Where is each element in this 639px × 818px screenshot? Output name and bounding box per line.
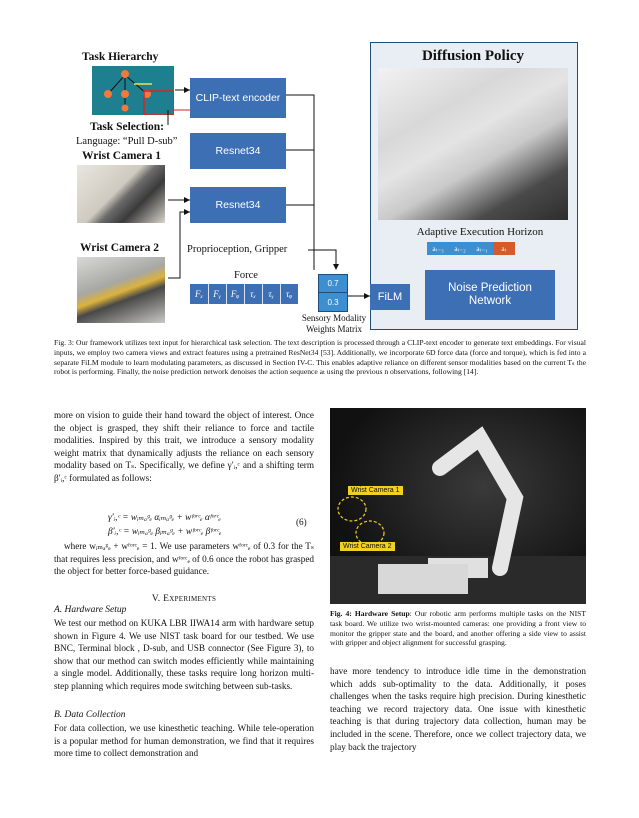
weight-image: 0.7 bbox=[319, 275, 347, 293]
robot-arm-image bbox=[378, 68, 568, 220]
action-cell-t: aₜ bbox=[493, 242, 515, 255]
wrist-camera-2-image bbox=[77, 257, 165, 323]
adaptive-horizon-label: Adaptive Execution Horizon bbox=[416, 226, 544, 238]
film-box: FiLM bbox=[370, 284, 410, 310]
figure4-caption-bold: Fig. 4: Hardware Setup bbox=[330, 609, 410, 618]
proprioception-label: Proprioception, Gripper bbox=[187, 244, 288, 255]
force-cell-ty: τᵧ bbox=[262, 284, 281, 304]
resnet34-box-1: Resnet34 bbox=[190, 133, 286, 169]
section-experiments: V. Experiments bbox=[151, 594, 217, 604]
figure4-caption-text: : Our robotic arm performs multiple task… bbox=[330, 609, 586, 648]
resnet34-box-2: Resnet34 bbox=[190, 187, 286, 223]
equation-number: (6) bbox=[296, 517, 307, 527]
left-paragraph-2: where wᵢₘₐᵍₑ + wᶠᵒʳᶜₑ = 1. We use parame… bbox=[54, 541, 314, 577]
subsection-hardware: A. Hardware Setup bbox=[54, 605, 127, 615]
force-cell-fx: Fₓ bbox=[190, 284, 209, 304]
equation-beta: β′ᵢ,ᶜ = wᵢₘₐᵍₑ βᵢₘₐᵍₑ + wᶠᵒʳᶜₑ βᶠᵒʳᶜₑ bbox=[108, 527, 222, 537]
weight-force: 0.3 bbox=[327, 297, 339, 307]
wrist-camera-1-tag: Wrist Camera 1 bbox=[348, 486, 403, 495]
weights-matrix: 0.7 0.3 bbox=[318, 274, 348, 312]
wrist-camera-1-label: Wrist Camera 1 bbox=[82, 150, 161, 162]
equation-gamma: γ′ᵢ,ᶜ = wᵢₘₐᵍₑ αᵢₘₐᵍₑ + wᶠᵒʳᶜₑ αᶠᵒʳᶜₑ bbox=[108, 513, 221, 523]
left-paragraph-3: We test our method on KUKA LBR IIWA14 ar… bbox=[54, 618, 314, 691]
figure4-caption: Fig. 4: Hardware Setup: Our robotic arm … bbox=[330, 609, 586, 648]
action-sequence: aₜ₋₃ aₜ₋₂ aₜ₋₁ aₜ bbox=[427, 242, 515, 255]
task-selection-label: Task Selection: bbox=[90, 121, 165, 133]
noise-prediction-box: Noise Prediction Network bbox=[425, 270, 555, 320]
clip-text-encoder-box: CLIP-text encoder bbox=[190, 78, 286, 118]
hardware-setup-image: Wrist Camera 1 Wrist Camera 2 bbox=[330, 408, 586, 604]
wrist-camera-2-label: Wrist Camera 2 bbox=[80, 242, 159, 254]
wrist-camera-1-image bbox=[77, 165, 165, 223]
force-cell-tz: τᵩ bbox=[286, 289, 292, 299]
robot-setup-illustration bbox=[330, 426, 586, 604]
task-hierarchy-label: Task Hierarchy bbox=[82, 51, 159, 63]
figure3-caption: Fig. 3: Our framework utilizes text inpu… bbox=[54, 338, 586, 377]
left-paragraph-4: For data collection, we use kinesthetic … bbox=[54, 723, 314, 759]
equation-block: γ′ᵢ,ᶜ = wᵢₘₐᵍₑ αᵢₘₐᵍₑ + wᶠᵒʳᶜₑ αᶠᵒʳᶜₑ β′… bbox=[108, 511, 268, 539]
task-hierarchy-graphic bbox=[92, 66, 175, 116]
wrist-camera-2-tag: Wrist Camera 2 bbox=[340, 542, 395, 551]
force-cell-fz: Fᵩ bbox=[226, 284, 245, 304]
right-paragraph-1: have more tendency to introduce idle tim… bbox=[330, 666, 586, 752]
left-paragraph-1: more on vision to guide their hand towar… bbox=[54, 410, 314, 483]
diffusion-policy-title: Diffusion Policy bbox=[421, 48, 525, 64]
force-vector: Fₓ Fᵧ Fᵩ τₓ τᵧ τᵩ bbox=[190, 284, 298, 304]
action-cell-t-2: aₜ₋₂ bbox=[449, 242, 472, 255]
force-label: Force bbox=[234, 270, 258, 281]
task-tree-icon bbox=[104, 70, 175, 116]
action-cell-t-3: aₜ₋₃ bbox=[427, 242, 450, 255]
force-cell-tx: τₓ bbox=[244, 284, 263, 304]
language-label: Language: “Pull D-sub” bbox=[76, 136, 178, 147]
sensory-matrix-label: Sensory Modality Weights Matrix bbox=[301, 313, 367, 334]
action-cell-t-1: aₜ₋₁ bbox=[471, 242, 494, 255]
subsection-data-collection: B. Data Collection bbox=[54, 710, 126, 720]
force-cell-fy: Fᵧ bbox=[208, 284, 227, 304]
